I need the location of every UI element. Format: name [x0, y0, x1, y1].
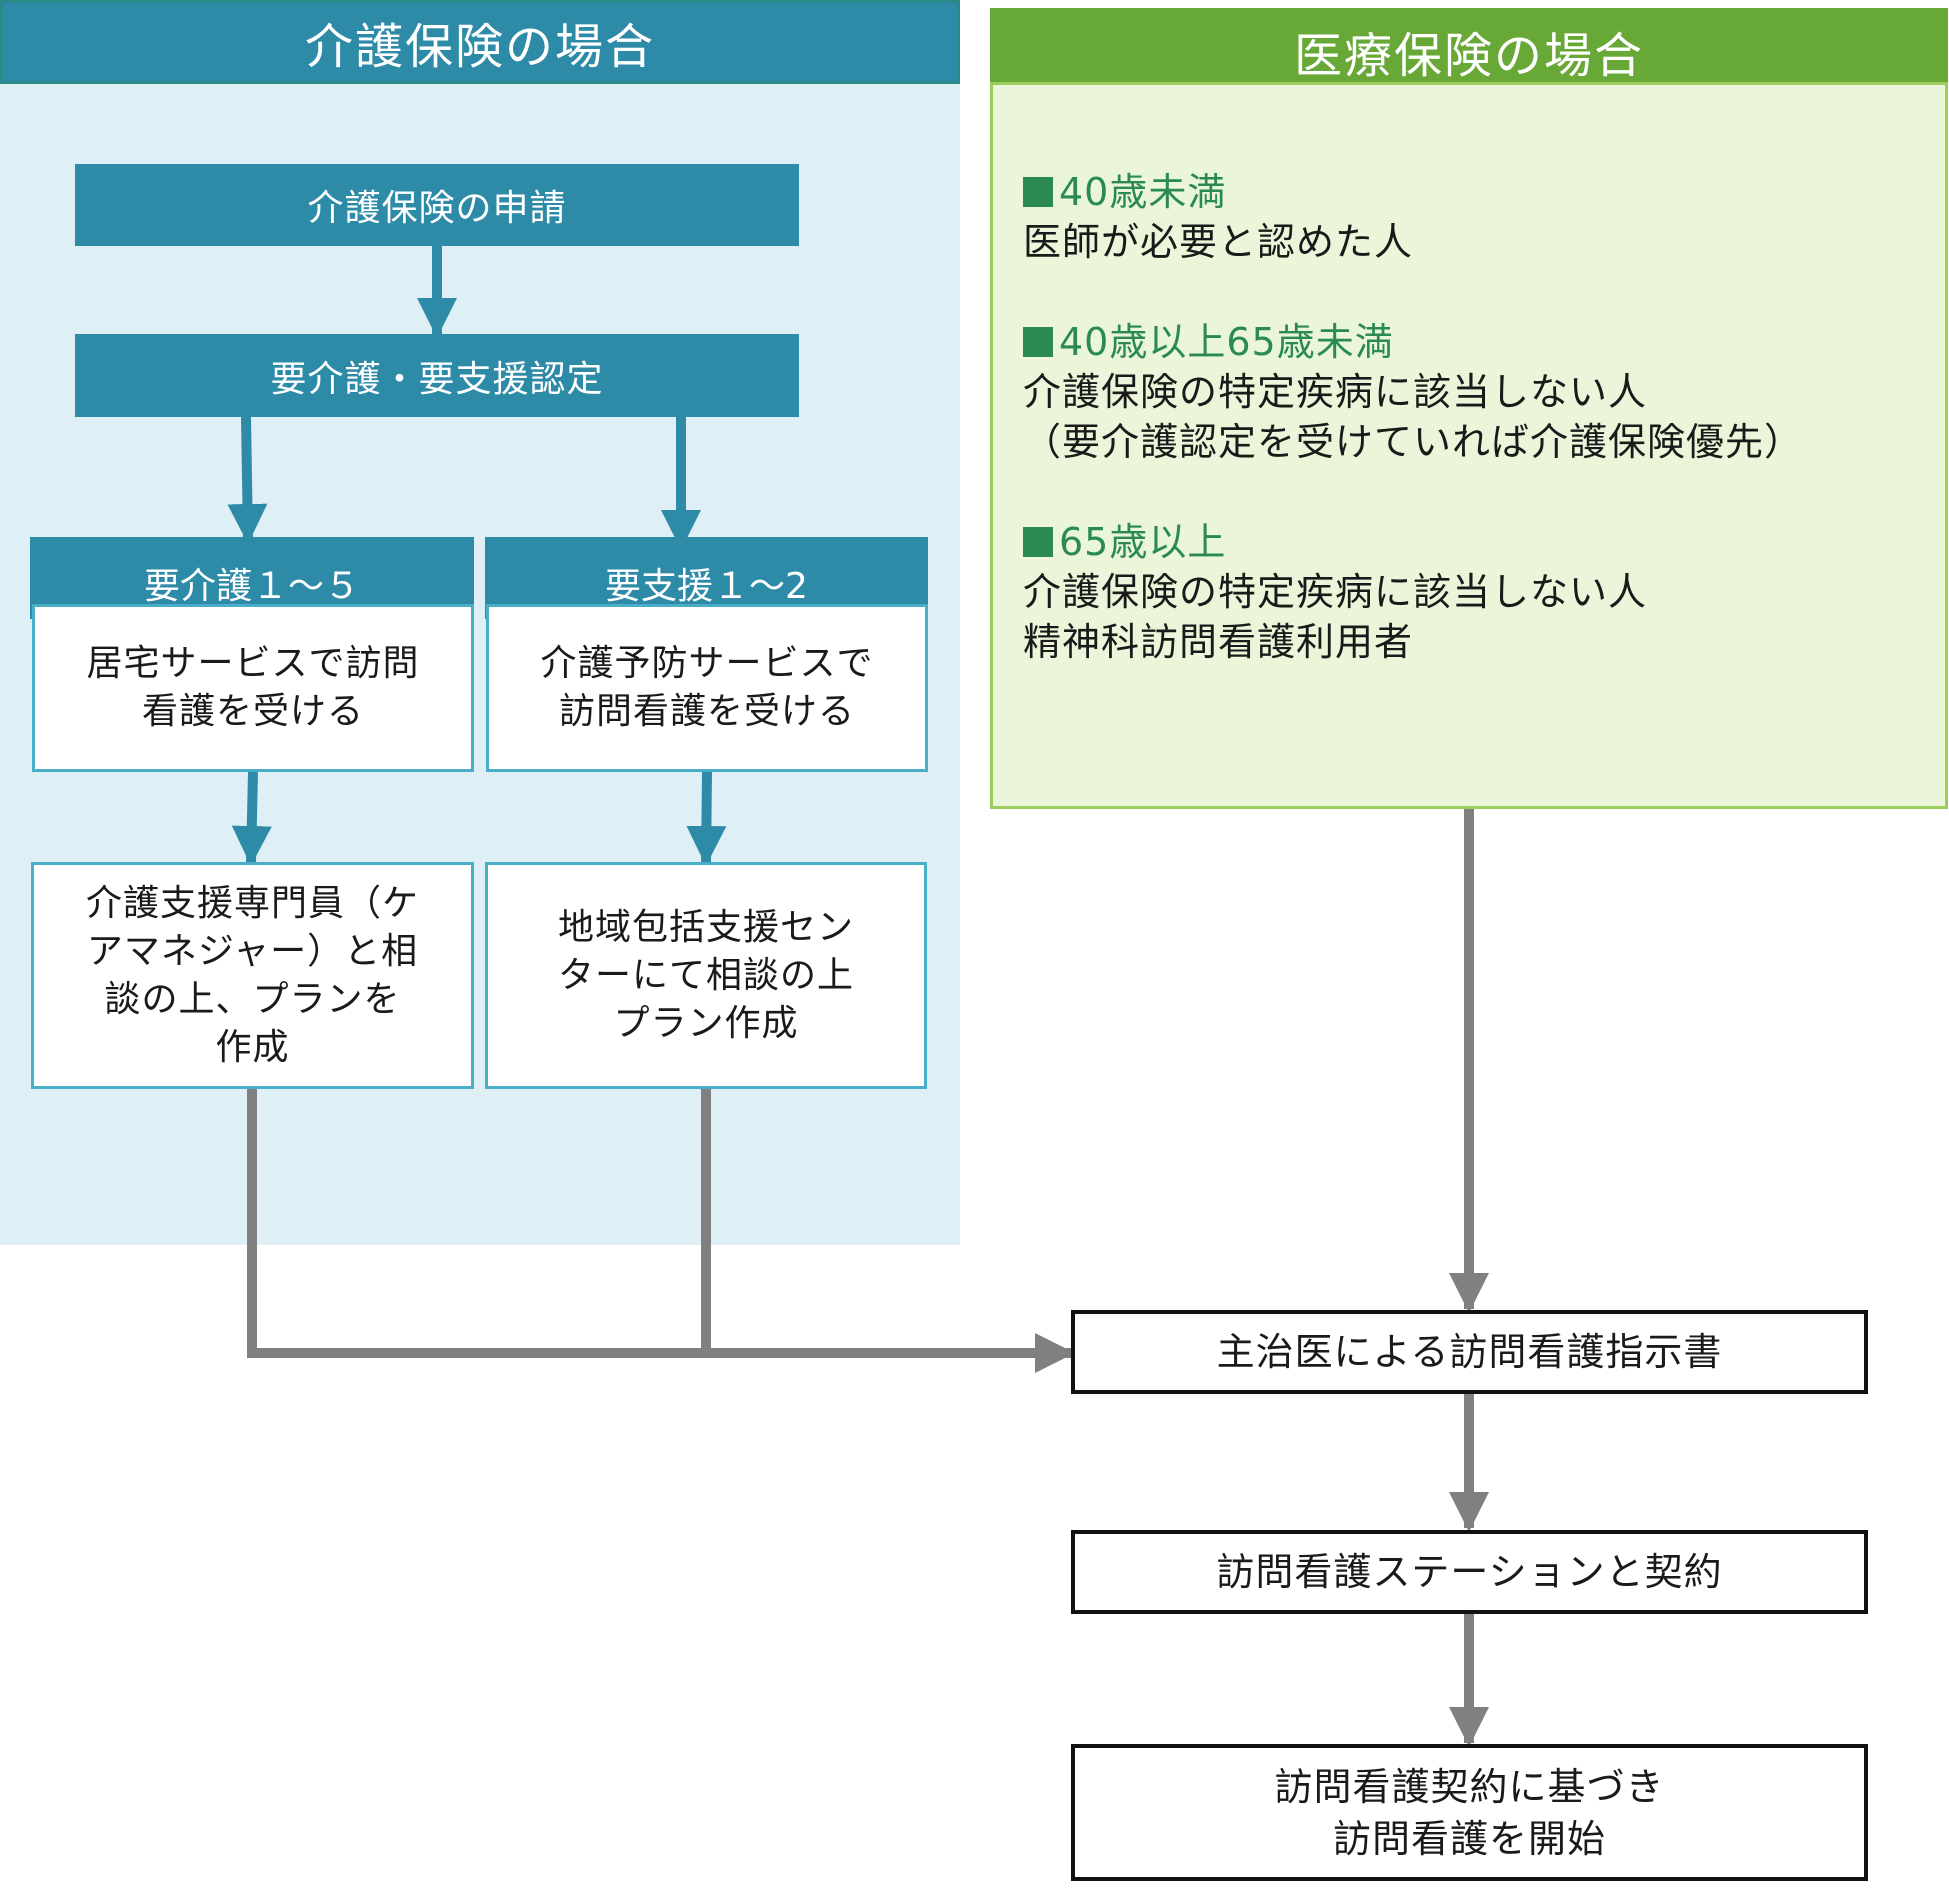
instruction-box: 主治医による訪問看護指示書 [1071, 1310, 1868, 1394]
certify-box: 要介護・要支援認定 [75, 334, 799, 417]
care-service-line: 居宅サービスで訪問 [86, 643, 420, 684]
square-bullet-icon [1023, 177, 1053, 207]
iryo-group-over65: 65歳以上 介護保険の特定疾病に該当しない人 精神科訪問看護利用者 [1023, 517, 1923, 667]
care-manager-box: 介護支援専門員（ケ アマネジャー）と相 談の上、プランを 作成 [31, 862, 474, 1089]
start-line: 訪問看護契約に基づき [1274, 1764, 1665, 1809]
iryo-group-title: 40歳未満 [1059, 170, 1227, 214]
iryo-group-under40: 40歳未満 医師が必要と認めた人 [1023, 167, 1923, 267]
center-line: ターにて相談の上 [557, 954, 854, 996]
kaigo-header: 介護保険の場合 [0, 0, 960, 84]
iryo-group-40to65: 40歳以上65歳未満 介護保険の特定疾病に該当しない人 （要介護認定を受けていれ… [1023, 317, 1943, 467]
care-manager-line: 談の上、プランを [104, 978, 401, 1020]
start-box: 訪問看護契約に基づき 訪問看護を開始 [1071, 1744, 1868, 1881]
iryo-header: 医療保険の場合 [990, 8, 1948, 84]
center-box: 地域包括支援セン ターにて相談の上 プラン作成 [485, 862, 927, 1089]
square-bullet-icon [1023, 327, 1053, 357]
care-manager-line: 介護支援専門員（ケ [85, 882, 419, 924]
care-service-box: 居宅サービスで訪問 看護を受ける [32, 604, 474, 772]
contract-box: 訪問看護ステーションと契約 [1071, 1530, 1868, 1614]
iryo-group-line: 介護保険の特定疾病に該当しない人 [1023, 370, 1648, 414]
iryo-group-line: 医師が必要と認めた人 [1023, 220, 1414, 264]
prevent-service-line: 介護予防サービスで [540, 643, 874, 684]
prevent-service-line: 訪問看護を受ける [558, 691, 855, 732]
square-bullet-icon [1023, 527, 1053, 557]
care-manager-line: アマネジャー）と相 [86, 930, 419, 972]
care-manager-line: 作成 [215, 1026, 290, 1068]
start-line: 訪問看護を開始 [1332, 1816, 1606, 1861]
iryo-group-title: 65歳以上 [1059, 520, 1227, 564]
center-line: 地域包括支援セン [557, 906, 854, 948]
center-line: プラン作成 [613, 1002, 799, 1044]
care-service-line: 看護を受ける [141, 691, 364, 732]
iryo-group-line: 介護保険の特定疾病に該当しない人 [1023, 570, 1648, 614]
iryo-group-line: （要介護認定を受けていれば介護保険優先） [1023, 420, 1804, 464]
apply-box: 介護保険の申請 [75, 164, 799, 246]
iryo-group-line: 精神科訪問看護利用者 [1023, 620, 1414, 664]
prevent-service-box: 介護予防サービスで 訪問看護を受ける [486, 604, 928, 772]
iryo-panel: 40歳未満 医師が必要と認めた人 40歳以上65歳未満 介護保険の特定疾病に該当… [990, 82, 1948, 809]
iryo-group-title: 40歳以上65歳未満 [1059, 320, 1394, 364]
